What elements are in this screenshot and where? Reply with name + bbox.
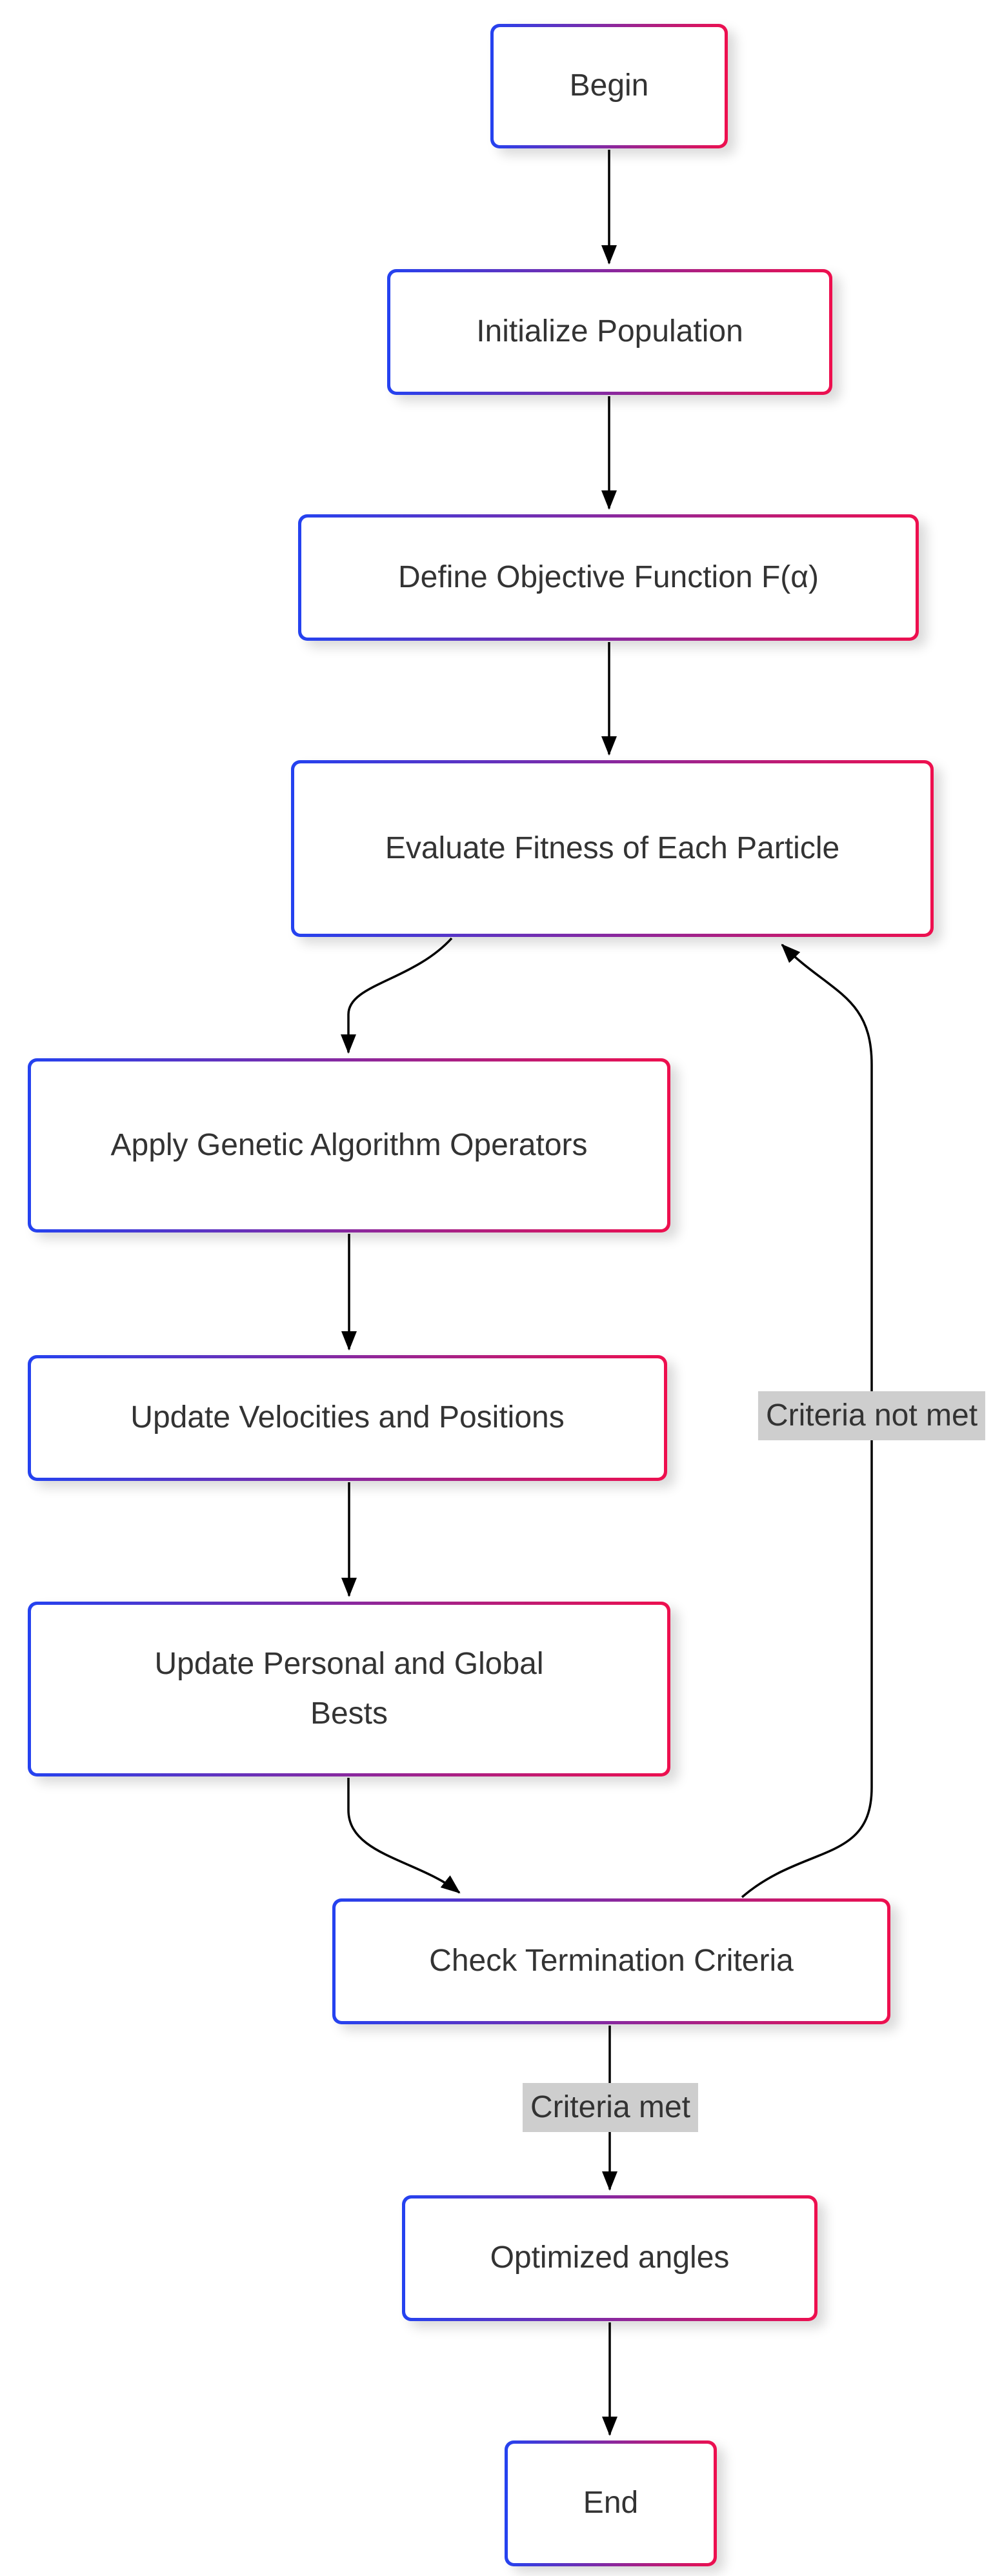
node-evaluate-fitness-label: Evaluate Fitness of Each Particle — [385, 830, 840, 865]
node-apply-genetic-operators-label: Apply Genetic Algorithm Operators — [110, 1127, 588, 1162]
node-update-velocities: Update Velocities and Positions — [28, 1355, 667, 1481]
node-begin: Begin — [490, 24, 728, 148]
edge-evaluate-apply — [341, 937, 453, 1054]
node-apply-genetic-operators: Apply Genetic Algorithm Operators — [28, 1058, 670, 1233]
node-update-bests-label: Update Personal and Global Bests — [154, 1646, 544, 1731]
node-check-termination-label: Check Termination Criteria — [429, 1944, 794, 1978]
node-update-bests: Update Personal and Global Bests — [28, 1602, 670, 1776]
node-initialize-population: Initialize Population — [387, 269, 832, 395]
node-begin-label: Begin — [569, 68, 649, 103]
edge-label-criteria-not-met: Criteria not met — [757, 1391, 986, 1440]
node-define-objective-function: Define Objective Function F(α) — [298, 514, 919, 641]
edge-label-criteria-met: Criteria met — [522, 2083, 699, 2132]
node-define-objective-function-label: Define Objective Function F(α) — [398, 559, 819, 594]
node-update-velocities-label: Update Velocities and Positions — [130, 1400, 565, 1435]
node-initialize-population-label: Initialize Population — [476, 314, 743, 349]
node-evaluate-fitness: Evaluate Fitness of Each Particle — [291, 760, 934, 937]
node-optimized-angles-label: Optimized angles — [490, 2240, 730, 2275]
node-check-termination: Check Termination Criteria — [332, 1898, 890, 2024]
node-end: End — [505, 2440, 717, 2566]
node-optimized-angles: Optimized angles — [402, 2195, 817, 2321]
node-end-label: End — [583, 2486, 639, 2521]
edge-bests-check — [347, 1778, 461, 1894]
